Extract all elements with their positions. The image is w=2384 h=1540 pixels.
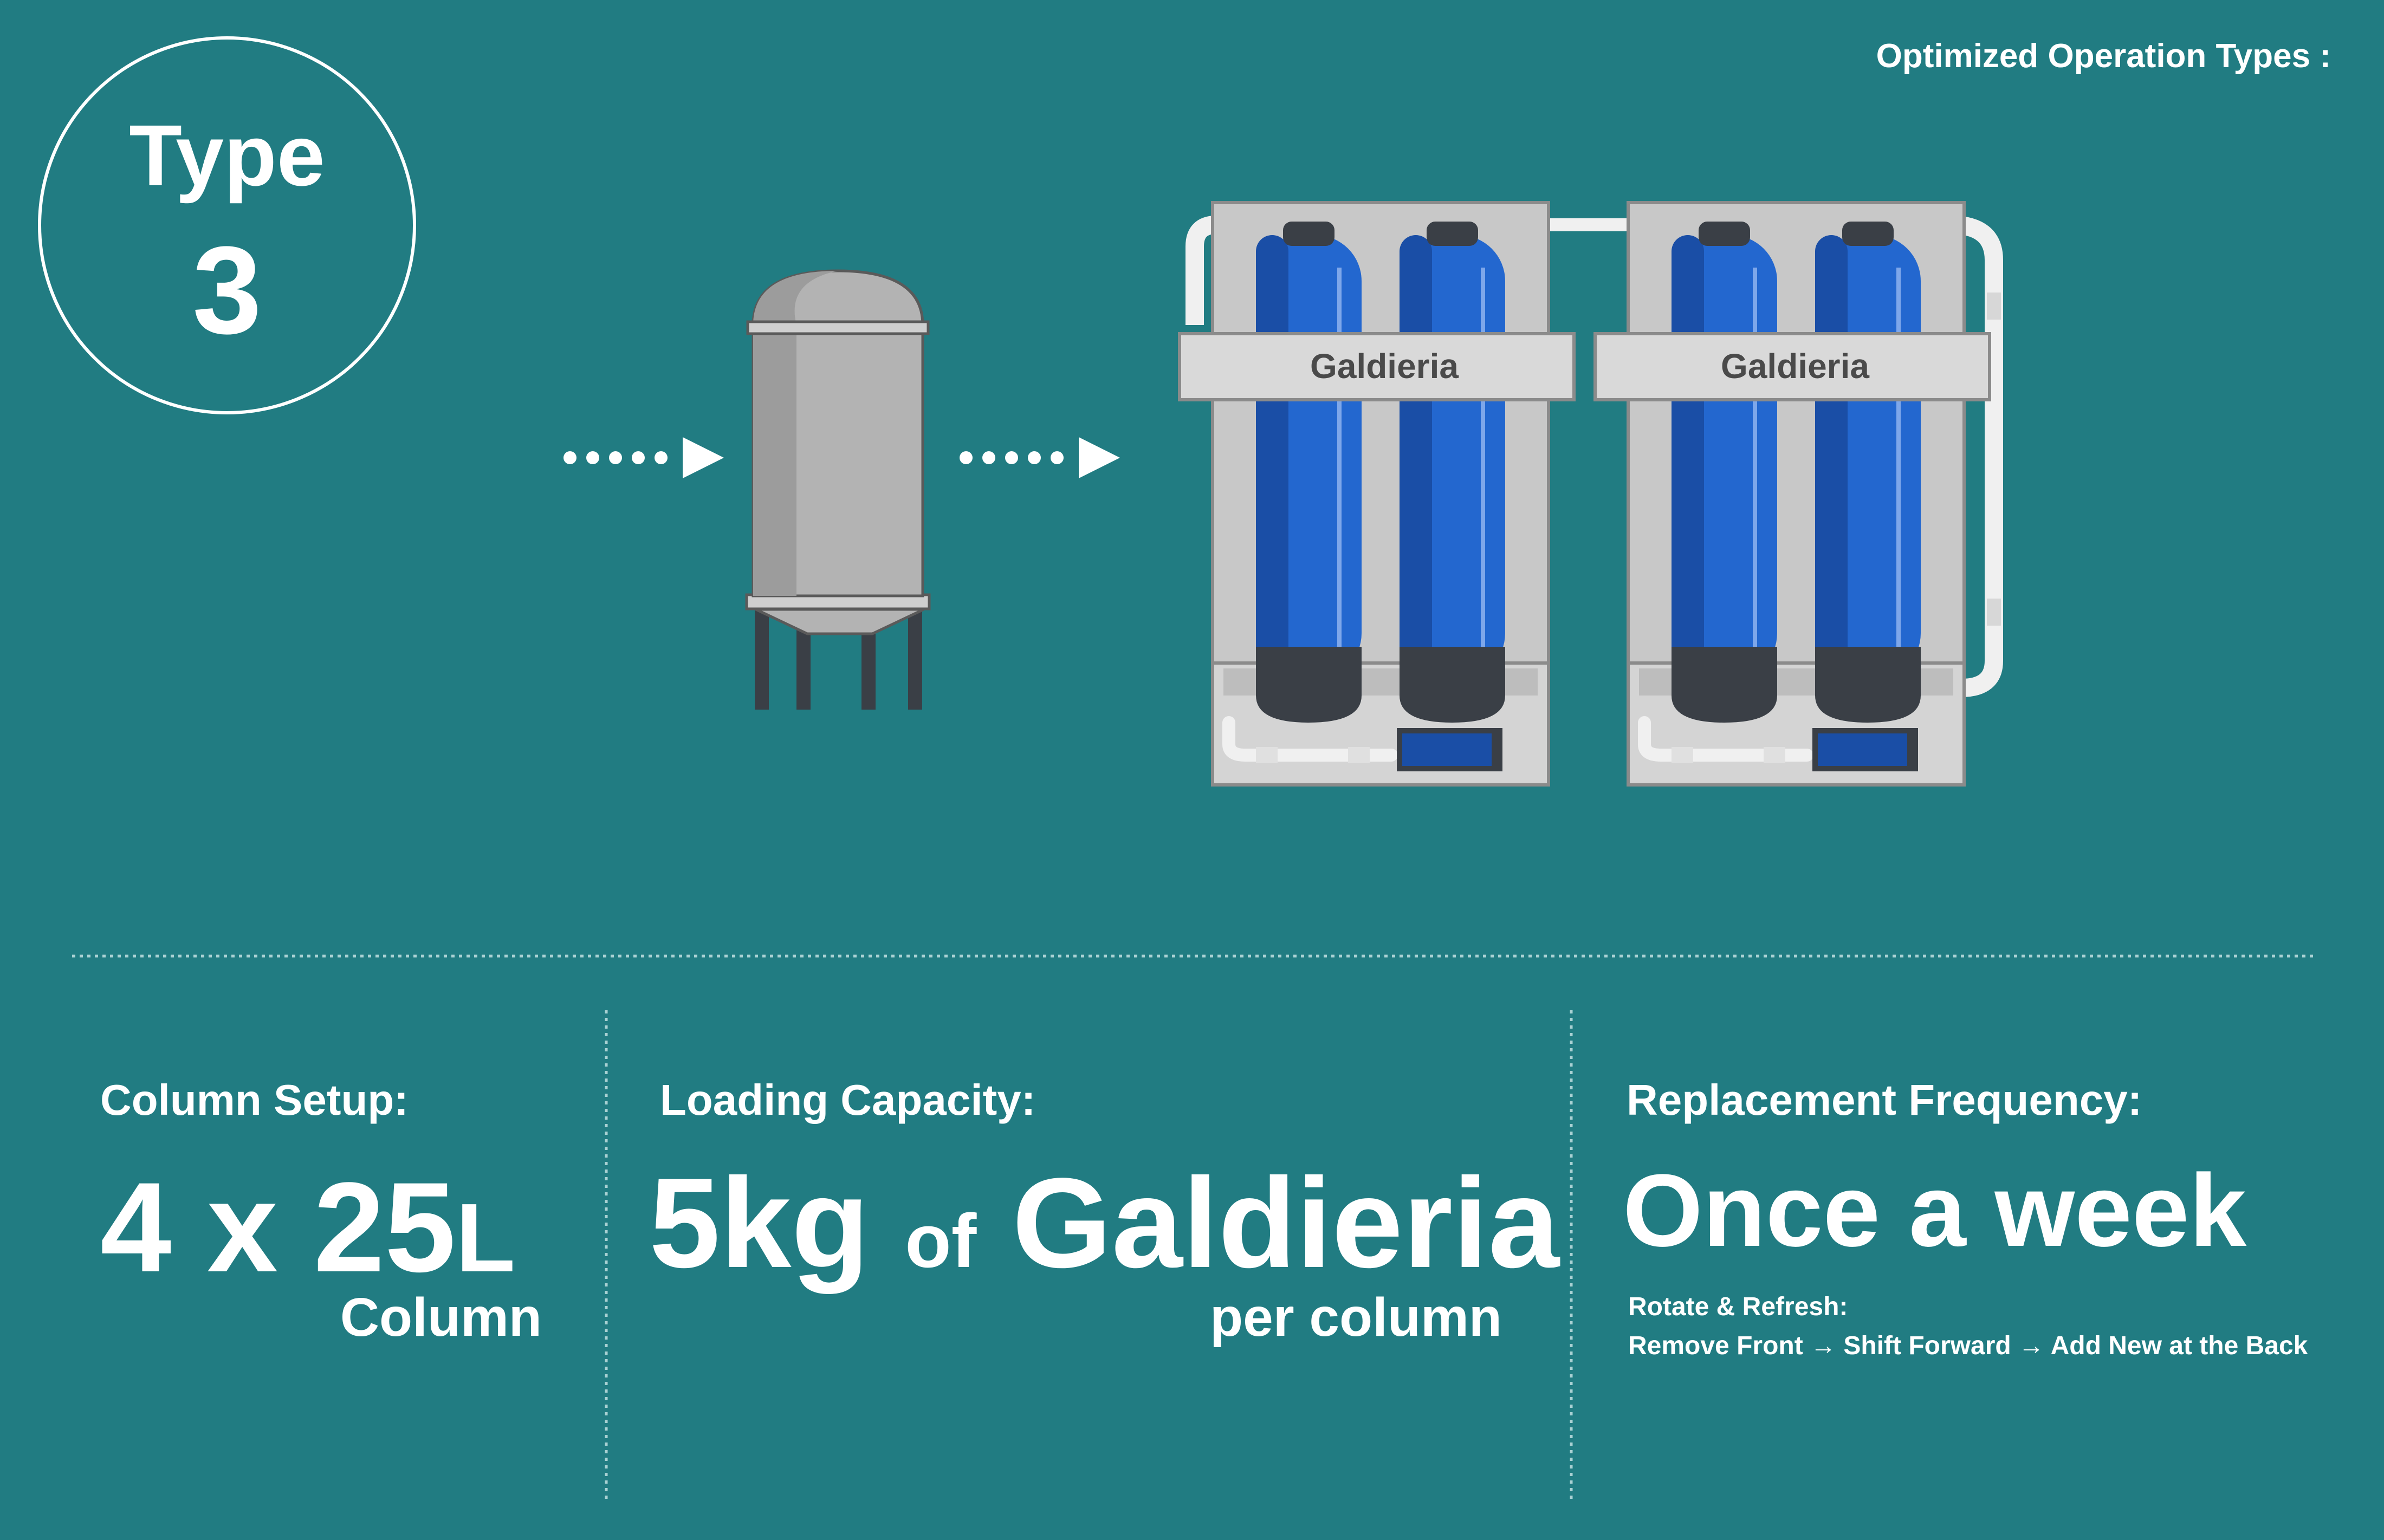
- rack-label-2: Galdieria: [1593, 332, 1991, 401]
- header-label: Optimized Operation Types :: [1876, 37, 2331, 75]
- rack-label-1: Galdieria: [1178, 332, 1576, 401]
- replacement-frequency-label: Replacement Frequency:: [1627, 1076, 2142, 1124]
- flow-arrow-icon: [960, 437, 1120, 478]
- loading-capacity-value: 5kg of Galdieria: [649, 1159, 1559, 1287]
- column-rack-icon: [1628, 203, 1964, 785]
- column-setup-value: 4 x 25L: [100, 1164, 515, 1291]
- column-rack-icon: [1213, 203, 1549, 785]
- column-setup-number: 4 x 25: [100, 1156, 456, 1299]
- column-setup-sub: Column: [340, 1287, 542, 1348]
- rotate-note-steps: Remove Front → Shift Forward → Add New a…: [1628, 1331, 2308, 1360]
- type-number: 3: [192, 220, 262, 360]
- replacement-frequency-value: Once a week: [1623, 1153, 2247, 1268]
- rack-label: Galdieria: [1721, 347, 1869, 386]
- column-setup-label: Column Setup:: [100, 1076, 409, 1124]
- loading-capacity-label: Loading Capacity:: [660, 1076, 1036, 1124]
- loading-capacity-sub: per column: [1210, 1287, 1502, 1348]
- loading-capacity-amount: 5kg: [649, 1152, 870, 1295]
- rotate-note-title: Rotate & Refresh:: [1628, 1292, 1848, 1321]
- type-badge: Type 3: [38, 36, 416, 414]
- rack-label: Galdieria: [1310, 347, 1459, 386]
- flow-arrow-icon: [563, 437, 724, 478]
- type-word: Type: [129, 107, 325, 204]
- storage-tank-icon: [745, 269, 931, 710]
- loading-capacity-connector: of: [905, 1198, 977, 1283]
- loading-capacity-material: Galdieria: [1012, 1152, 1559, 1295]
- column-setup-unit: L: [456, 1184, 516, 1292]
